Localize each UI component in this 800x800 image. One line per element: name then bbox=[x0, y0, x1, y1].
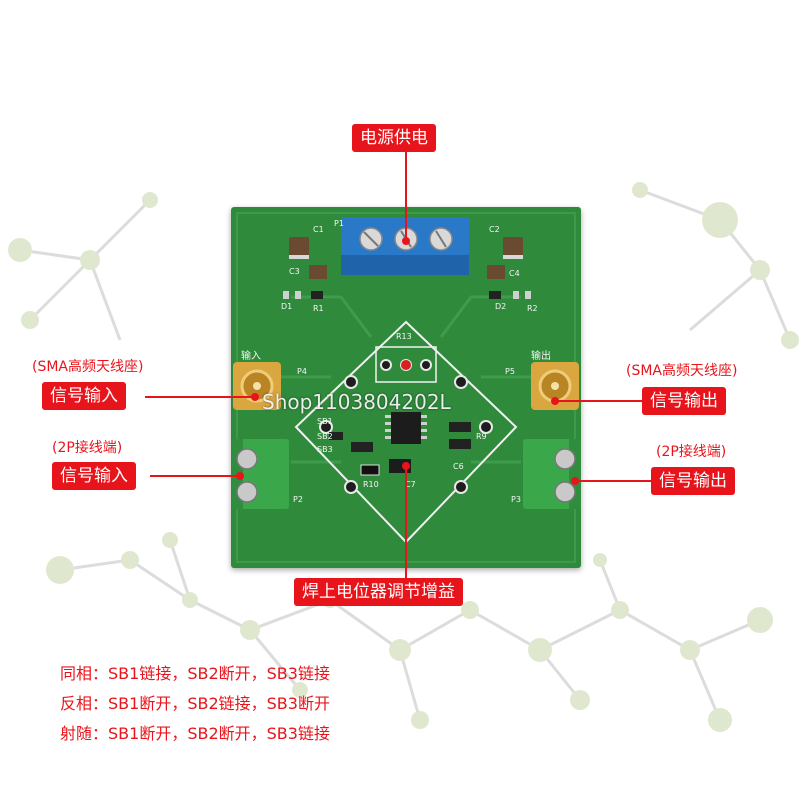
mode-line-noninverting: 同相：SB1链接，SB2断开，SB3链接 bbox=[60, 660, 330, 684]
term-out-callout-line bbox=[575, 480, 655, 482]
silk-r10: R10 bbox=[363, 480, 379, 489]
term-in-label: 信号输入 bbox=[52, 462, 136, 490]
silk-c2: C2 bbox=[489, 225, 500, 234]
watermark: Shop1103804202L bbox=[262, 390, 451, 414]
power-label: 电源供电 bbox=[352, 124, 436, 152]
silk-c4: C4 bbox=[509, 269, 520, 278]
pot-label: 焊上电位器调节增益 bbox=[294, 578, 463, 606]
silk-p5: P5 bbox=[505, 367, 515, 376]
silk-p3: P3 bbox=[511, 495, 521, 504]
pcb-board: 输入 输出 P4 P5 P2 P3 P1 C1 C2 C3 C4 D1 D2 R… bbox=[231, 207, 581, 568]
term-out-label: 信号输出 bbox=[651, 467, 735, 495]
mode-setting: SB1断开，SB2断开，SB3链接 bbox=[108, 724, 330, 743]
silk-sb1: SB1 bbox=[317, 417, 333, 426]
sma-out-callout-dot bbox=[551, 397, 559, 405]
silk-p4: P4 bbox=[297, 367, 307, 376]
term-out-note: (2P接线端) bbox=[656, 444, 727, 460]
silk-sb2: SB2 bbox=[317, 432, 333, 441]
mode-setting: SB1链接，SB2断开，SB3链接 bbox=[108, 664, 330, 683]
silk-c6: C6 bbox=[453, 462, 464, 471]
sma-in-note: (SMA高频天线座) bbox=[32, 359, 144, 375]
term-in-callout-line bbox=[150, 475, 240, 477]
power-callout-dot bbox=[402, 237, 410, 245]
mode-line-inverting: 反相：SB1断开，SB2链接，SB3断开 bbox=[60, 690, 330, 714]
pot-callout-dot bbox=[402, 462, 410, 470]
silk-d2: D2 bbox=[495, 302, 507, 311]
mode-name: 反相： bbox=[60, 694, 109, 713]
silk-input: 输入 bbox=[241, 351, 261, 362]
power-callout-line bbox=[405, 150, 407, 242]
silk-r1: R1 bbox=[313, 304, 324, 313]
silk-c3: C3 bbox=[289, 267, 300, 276]
silk-d1: D1 bbox=[281, 302, 293, 311]
mode-name: 射随： bbox=[60, 724, 109, 743]
silk-r13: R13 bbox=[396, 332, 412, 341]
silk-r2: R2 bbox=[527, 304, 538, 313]
mode-setting: SB1断开，SB2链接，SB3断开 bbox=[108, 694, 330, 713]
term-in-callout-dot bbox=[236, 472, 244, 480]
sma-out-note: (SMA高频天线座) bbox=[626, 363, 738, 379]
mode-line-follower: 射随：SB1断开，SB2断开，SB3链接 bbox=[60, 720, 330, 744]
pot-callout-line bbox=[405, 466, 407, 578]
sma-out-callout-line bbox=[555, 400, 650, 402]
silk-p2: P2 bbox=[293, 495, 303, 504]
sma-out-label: 信号输出 bbox=[642, 387, 726, 415]
sma-in-label: 信号输入 bbox=[42, 382, 126, 410]
sma-in-callout-line bbox=[145, 396, 255, 398]
silk-c7: C7 bbox=[405, 480, 416, 489]
silk-output: 输出 bbox=[531, 351, 551, 362]
silk-r9: R9 bbox=[476, 432, 487, 441]
pcb-artwork bbox=[231, 212, 581, 563]
silk-sb3: SB3 bbox=[317, 445, 333, 454]
term-out-callout-dot bbox=[571, 477, 579, 485]
mode-name: 同相： bbox=[60, 664, 109, 683]
silk-p1: P1 bbox=[334, 219, 344, 228]
term-in-note: (2P接线端) bbox=[52, 440, 123, 456]
silk-c1: C1 bbox=[313, 225, 324, 234]
sma-in-callout-dot bbox=[251, 393, 259, 401]
